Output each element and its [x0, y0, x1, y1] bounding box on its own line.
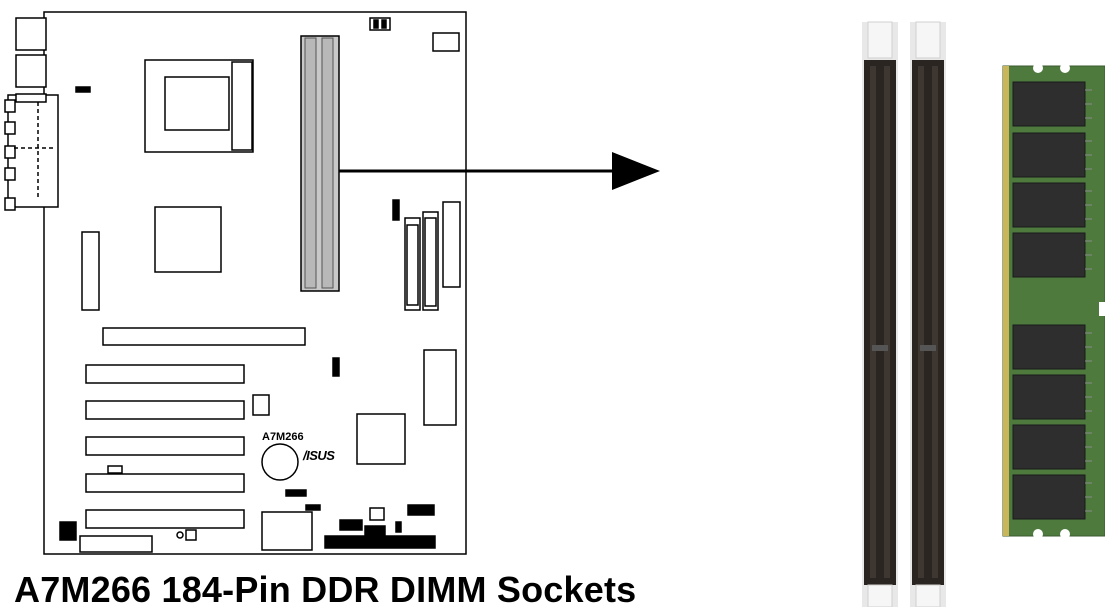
dimm-socket-1: [862, 21, 898, 607]
rear-io-ports: [4, 17, 59, 211]
dimm-slots-highlight: [300, 35, 340, 292]
figure-caption: A7M266 184-Pin DDR DIMM Sockets: [14, 569, 637, 610]
chip-pins: [1085, 89, 1092, 512]
cmos-battery: [261, 443, 299, 481]
ide-connectors: [392, 199, 461, 311]
bottom-small-circle: [176, 531, 184, 539]
center-jumper: [332, 357, 340, 377]
io-chip: [261, 511, 313, 551]
small-header-box: [369, 507, 385, 521]
south-bridge-chip: [356, 413, 406, 465]
motherboard-layout: A7M266 /ISUS: [4, 11, 467, 555]
cpu-socket: [144, 59, 254, 153]
agp-slot: [102, 327, 306, 346]
north-bridge-chip: [154, 206, 222, 273]
memory-chips: [1012, 81, 1086, 520]
tall-chip: [423, 349, 457, 426]
small-header-box2: [395, 521, 402, 533]
dimm-socket-2: [910, 21, 946, 607]
pci-slots: [85, 364, 245, 529]
bottom-left-connector: [79, 535, 153, 553]
bottom-headers: [285, 489, 436, 549]
asus-logo: /ISUS: [302, 448, 335, 463]
vertical-slot: [81, 231, 100, 311]
top-connectors: [369, 17, 460, 52]
ddr-memory-module: [1002, 63, 1105, 539]
small-chip: [252, 394, 270, 416]
pointer-arrow: [339, 152, 660, 190]
bottom-small-square: [185, 529, 197, 541]
module-notch: [1099, 302, 1105, 316]
bottom-left-header: [59, 521, 77, 541]
board-model-label: A7M266: [262, 431, 304, 443]
header-jumper: [75, 86, 91, 93]
